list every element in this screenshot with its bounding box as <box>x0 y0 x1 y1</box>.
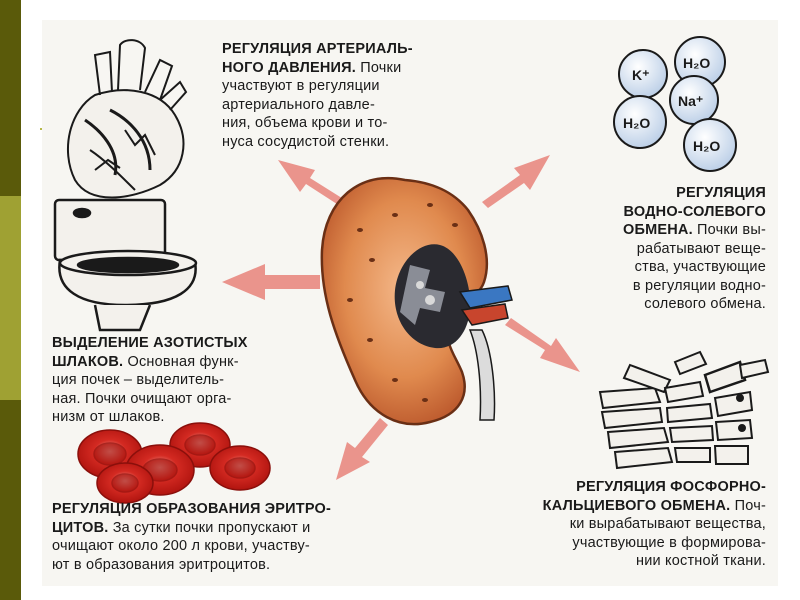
phosphorus-line-4: участвующие в формирова- <box>572 534 766 551</box>
potassium-ion-label: K⁺ <box>632 67 650 83</box>
excretion-block: ВЫДЕЛЕНИЕ АЗОТИСТЫХ ШЛАКОВ. Основная фун… <box>52 334 248 427</box>
arrow-down-left <box>336 418 388 480</box>
excretion-line-2: Основная функ- <box>123 353 239 370</box>
water-salt-block: РЕГУЛЯЦИЯ ВОДНО-СОЛЕВОГО ОБМЕНА. Почки в… <box>623 184 766 314</box>
blood-pressure-line-3: участвуют в регуляции <box>222 78 380 94</box>
water-salt-title-1: РЕГУЛЯЦИЯ <box>676 185 766 201</box>
phosphorus-line-5: нии костной ткани. <box>635 553 766 569</box>
arrow-down-right <box>505 318 580 372</box>
blood-pressure-line-5: ния, объема крови и то- <box>222 115 388 131</box>
water-salt-line-3: Почки вы- <box>692 222 766 238</box>
kidney-illustration <box>320 176 513 426</box>
toilet-icon <box>53 198 198 332</box>
side-bar-dark-top <box>0 0 21 196</box>
excretion-title-1: ВЫДЕЛЕНИЕ АЗОТИСТЫХ <box>52 335 248 351</box>
arrow-up-right <box>482 155 550 208</box>
erythrocytes-title-2: ЦИТОВ. <box>52 519 109 536</box>
water-salt-title-2: ВОДНО-СОЛЕВОГО <box>623 203 766 220</box>
blood-pressure-line-4: артериального давле- <box>222 96 375 113</box>
water-salt-line-5: ства, участвующие <box>634 259 766 275</box>
excretion-line-5: низм от шлаков. <box>52 409 165 425</box>
blood-pressure-title-2: НОГО ДАВЛЕНИЯ. <box>222 59 356 76</box>
phosphorus-title-2: КАЛЬЦИЕВОГО ОБМЕНА. <box>542 497 731 514</box>
arrow-left <box>222 264 320 300</box>
water-molecule-left-label: H₂O <box>623 115 650 131</box>
blood-pressure-line-6: нуса сосудистой стенки. <box>222 133 390 150</box>
excretion-line-4: ная. Почки очищают орга- <box>52 390 232 407</box>
water-salt-line-4: рабатывают веще- <box>636 240 766 257</box>
phosphorus-block: РЕГУЛЯЦИЯ ФОСФОРНО- КАЛЬЦИЕВОГО ОБМЕНА. … <box>543 478 766 571</box>
heart-icon <box>67 39 188 199</box>
side-bar-light <box>0 196 21 400</box>
erythrocytes-line-4: ют в образования эритроцитов. <box>52 556 271 573</box>
erythrocytes-line-2: За сутки почки пропускают и <box>108 519 311 536</box>
ion-cluster <box>613 36 737 172</box>
erythrocytes-block: РЕГУЛЯЦИЯ ОБРАЗОВАНИЯ ЭРИТРО- ЦИТОВ. За … <box>52 500 331 574</box>
blood-pressure-line-2: Почки <box>356 59 402 76</box>
phosphorus-line-3: ки вырабатывают вещества, <box>569 516 766 532</box>
water-salt-line-7: солевого обмена. <box>644 296 766 312</box>
phosphorus-title-1: РЕГУЛЯЦИЯ ФОСФОРНО- <box>576 479 766 495</box>
blood-cell <box>96 462 154 504</box>
water-salt-line-6: в регуляции водно- <box>632 277 766 294</box>
blood-pressure-title-1: РЕГУЛЯЦИЯ АРТЕРИАЛЬ- <box>222 41 413 57</box>
hand-bones-icon <box>598 350 770 470</box>
blood-cell <box>209 445 271 491</box>
erythrocytes-title-1: РЕГУЛЯЦИЯ ОБРАЗОВАНИЯ ЭРИТРО- <box>52 501 332 517</box>
red-blood-cells-icon <box>77 422 271 504</box>
sodium-ion-label: Na⁺ <box>678 93 703 109</box>
side-bar-dark-bottom <box>0 400 21 600</box>
arrow-up-left <box>278 160 345 206</box>
water-molecule-top-label: H₂O <box>683 55 710 71</box>
excretion-line-3: ция почек – выделитель- <box>52 372 225 388</box>
erythrocytes-line-3: очищают около 200 л крови, участву- <box>52 538 310 554</box>
excretion-title-2: ШЛАКОВ. <box>52 353 124 370</box>
water-molecule-bottom-label: H₂O <box>693 138 720 154</box>
water-salt-title-3: ОБМЕНА. <box>622 222 693 238</box>
blood-pressure-block: РЕГУЛЯЦИЯ АРТЕРИАЛЬ- НОГО ДАВЛЕНИЯ. Почк… <box>222 40 413 151</box>
phosphorus-line-2: Поч- <box>730 497 766 514</box>
